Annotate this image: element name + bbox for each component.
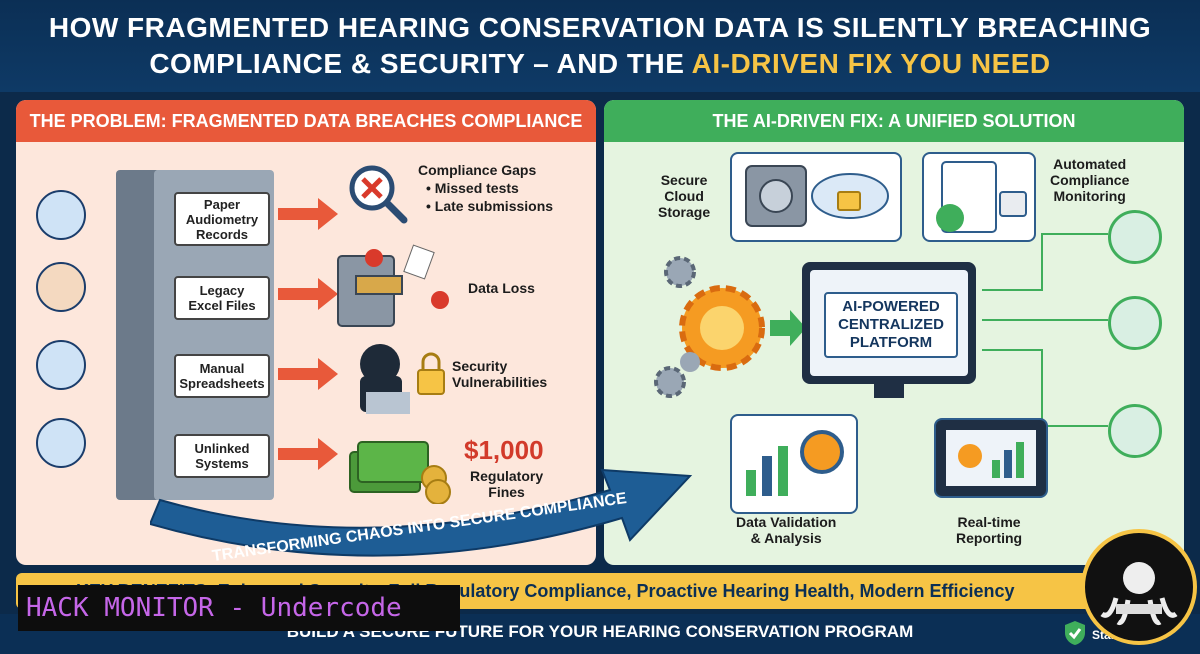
dashboard-icon bbox=[946, 430, 1036, 486]
watermark-text: HACK MONITOR - Undercode bbox=[26, 593, 402, 623]
issue-security: Security Vulnerabilities bbox=[452, 358, 548, 390]
reporting-card bbox=[934, 418, 1048, 498]
arrow-icon bbox=[278, 278, 338, 310]
arrow-icon bbox=[278, 198, 338, 230]
support-agent-avatar bbox=[1108, 210, 1162, 264]
monitoring-label: Automated Compliance Monitoring bbox=[1050, 156, 1130, 204]
hacker-icon bbox=[360, 344, 445, 414]
file-label: Manual Spreadsheets bbox=[179, 361, 265, 391]
file-label: Unlinked Systems bbox=[194, 441, 250, 471]
support-agent-avatar bbox=[1108, 296, 1162, 350]
problem-arrows bbox=[278, 198, 338, 470]
monitor-stand bbox=[874, 384, 904, 398]
worker-avatar bbox=[36, 190, 86, 240]
secure-storage-card bbox=[730, 152, 902, 242]
storage-label: Secure Cloud Storage bbox=[658, 172, 711, 220]
issue-gaps-item: • Late submissions bbox=[426, 198, 554, 214]
file-label: Legacy Excel Files bbox=[188, 283, 256, 313]
page-title-line2: COMPLIANCE & SECURITY – AND THE AI-DRIVE… bbox=[0, 48, 1200, 80]
worker-avatar bbox=[36, 340, 86, 390]
issue-gaps-title: Compliance Gaps bbox=[418, 162, 537, 178]
worker-avatar bbox=[36, 418, 86, 468]
platform-label: AI-POWERED CENTRALIZED PLATFORM bbox=[824, 292, 958, 358]
problem-title: THE PROBLEM: FRAGMENTED DATA BREACHES CO… bbox=[16, 100, 596, 142]
file-card: Legacy Excel Files bbox=[174, 276, 270, 320]
platform-monitor: AI-POWERED CENTRALIZED PLATFORM bbox=[802, 262, 976, 384]
compliance-checklist-card bbox=[922, 152, 1036, 242]
file-card: Unlinked Systems bbox=[174, 434, 270, 478]
title-accent: AI-DRIVEN FIX YOU NEED bbox=[691, 48, 1051, 79]
page-title-line1: HOW FRAGMENTED HEARING CONSERVATION DATA… bbox=[48, 12, 1152, 43]
network-lines bbox=[982, 233, 1108, 427]
magnifier-x-icon bbox=[349, 165, 408, 224]
arrow-icon bbox=[278, 358, 338, 390]
chart-icon bbox=[746, 430, 844, 496]
money-icon bbox=[349, 441, 451, 504]
fix-title: THE AI-DRIVEN FIX: A UNIFIED SOLUTION bbox=[604, 100, 1184, 142]
issue-data-loss: Data Loss bbox=[468, 280, 535, 296]
file-label: Paper Audiometry Records bbox=[185, 196, 259, 242]
fix-panel: THE AI-DRIVEN FIX: A UNIFIED SOLUTION Se… bbox=[604, 100, 1184, 565]
support-agent-avatar bbox=[1108, 404, 1162, 458]
data-validation-card bbox=[730, 414, 858, 514]
safe-cloud-icon bbox=[745, 165, 889, 227]
file-card: Manual Spreadsheets bbox=[174, 354, 270, 398]
title-main: COMPLIANCE & SECURITY – AND THE bbox=[149, 48, 692, 79]
file-cabinet bbox=[116, 170, 160, 500]
watermark-box: HACK MONITOR - Undercode bbox=[18, 585, 460, 631]
issue-gaps-item: • Missed tests bbox=[426, 180, 519, 196]
reporting-label: Real-time Reporting bbox=[956, 514, 1023, 546]
file-card: Paper Audiometry Records bbox=[174, 192, 270, 246]
broken-cabinet-icon bbox=[337, 244, 449, 327]
transform-arrow: TRANSFORMING CHAOS INTO SECURE COMPLIANC… bbox=[150, 468, 693, 565]
shield-check-icon bbox=[1065, 621, 1085, 645]
arrow-icon bbox=[278, 438, 338, 470]
problem-panel: THE PROBLEM: FRAGMENTED DATA BREACHES CO… bbox=[16, 100, 596, 565]
fine-label: Regulatory Fines bbox=[470, 468, 544, 500]
header-banner bbox=[0, 0, 1200, 92]
octopus-seal-logo bbox=[1081, 529, 1197, 645]
gear-icon bbox=[654, 256, 806, 398]
worker-avatar bbox=[36, 262, 86, 312]
fine-amount: $1,000 bbox=[464, 435, 544, 465]
checklist-icon bbox=[936, 161, 1027, 233]
validation-label: Data Validation & Analysis bbox=[736, 514, 837, 546]
